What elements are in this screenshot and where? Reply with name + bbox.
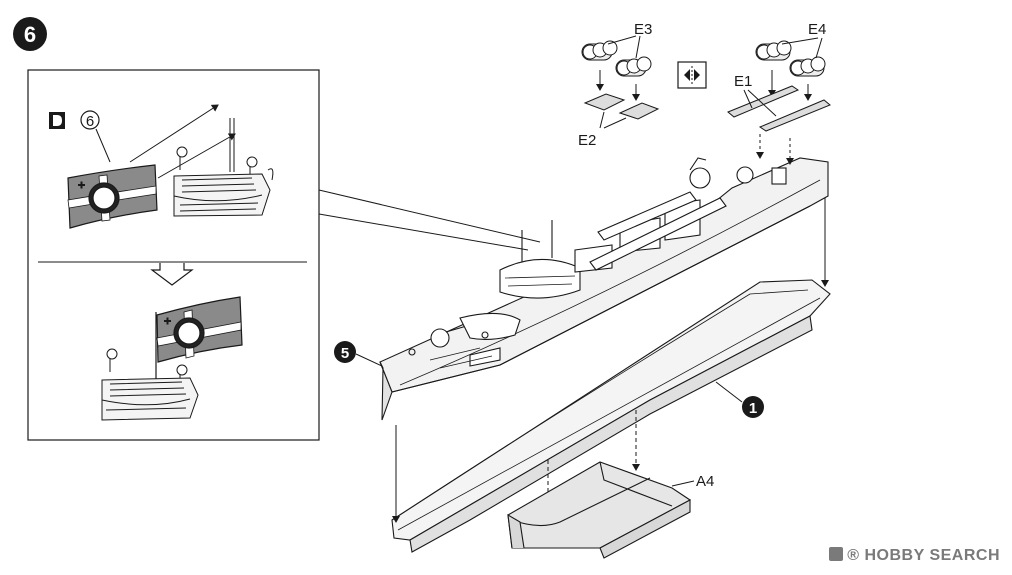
callout-5-number: 5	[341, 345, 349, 362]
callout-part-1: 1	[715, 381, 764, 418]
stand-a4	[507, 461, 692, 559]
step-number: 6	[24, 22, 36, 47]
deck-detail-top	[173, 118, 274, 217]
flag-mounted	[155, 296, 243, 390]
watermark-text: HOBBY SEARCH	[864, 547, 1000, 564]
decal-ref-number: 6	[86, 113, 94, 130]
part-e3-e2	[581, 35, 660, 129]
label-a4: A4	[696, 473, 714, 490]
label-e3: E3	[634, 21, 652, 38]
d-decal-icon	[49, 112, 65, 129]
deck-assembly	[379, 157, 829, 421]
callout-part-5: 5	[334, 341, 383, 367]
label-e1: E1	[734, 73, 752, 90]
iron-cross-icon	[78, 181, 85, 189]
callout-1-number: 1	[749, 400, 757, 417]
lower-hull	[391, 279, 831, 553]
deck-detail-bottom	[101, 348, 199, 421]
hobby-search-logo-icon	[829, 547, 844, 561]
flag-decal-top	[67, 164, 158, 229]
step-badge: 6	[13, 17, 47, 51]
part-e4-e1	[727, 37, 831, 165]
watermark: ® HOBBY SEARCH	[829, 547, 1000, 565]
decal-ref: 6	[80, 110, 100, 130]
detail-inset	[27, 69, 320, 441]
label-e4: E4	[808, 21, 826, 38]
watermark-trademark: ®	[847, 547, 860, 564]
flip-over-icon	[677, 61, 707, 89]
label-e2: E2	[578, 132, 596, 149]
